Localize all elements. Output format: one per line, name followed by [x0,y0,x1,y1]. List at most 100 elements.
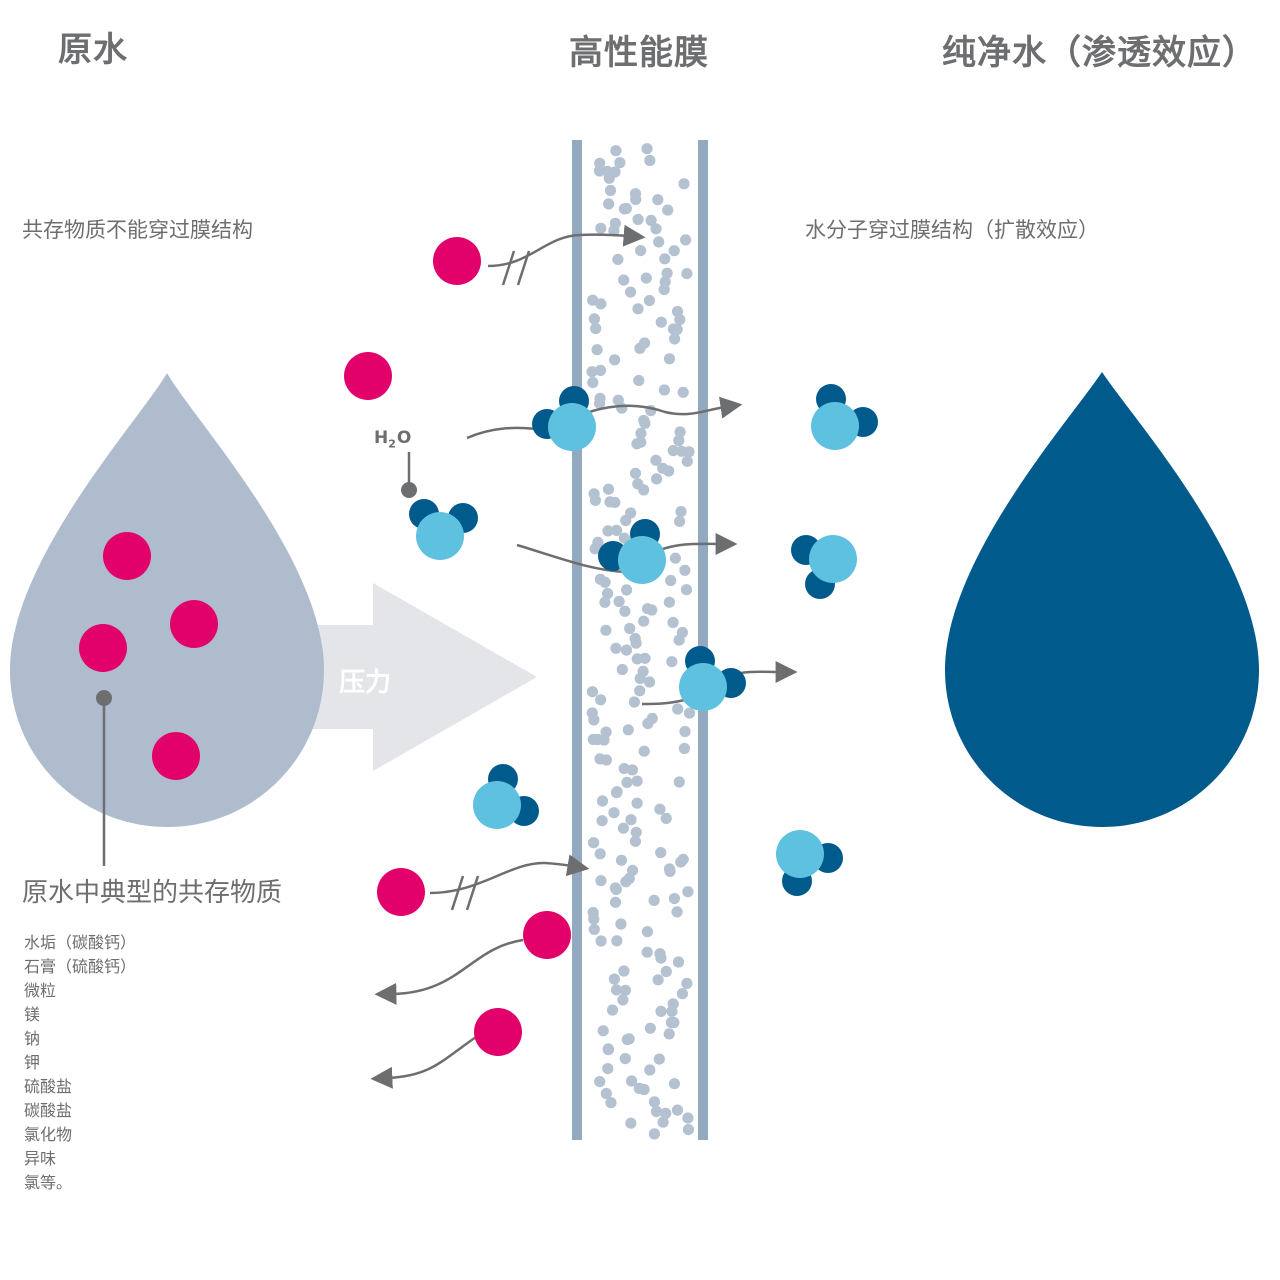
membrane-pore [629,835,642,847]
membrane-pore [644,1022,656,1034]
membrane-pores [586,143,696,1140]
coexisting-item: 硫酸盐 [24,1077,73,1096]
h2o-pointer [401,452,417,498]
impurity-particle [377,868,425,916]
membrane-pore [612,253,624,265]
raw-water-drop [10,373,324,827]
membrane-pore [662,204,674,216]
membrane-pore [595,298,607,310]
membrane-pore [631,653,643,665]
membrane-pore [666,1005,678,1018]
membrane-pore [600,1087,612,1100]
membrane-pore [608,225,620,237]
membrane-pore [641,143,653,155]
membrane-pore [611,524,623,537]
membrane-pore [633,1082,645,1094]
membrane-pore [660,812,672,825]
membrane-pore [655,1005,667,1018]
membrane-pore [623,872,635,885]
membrane-pore [669,552,682,564]
membrane-pore [618,532,631,544]
water-molecule [532,386,596,451]
membrane-pore [602,1063,614,1075]
rejected-flow-arrow [374,938,524,1005]
membrane-pore [663,353,676,365]
membrane-pore [658,384,671,396]
membrane-pore [650,1105,663,1118]
membrane-pore [621,584,633,596]
membrane-pore [618,274,630,286]
membrane-pore [645,214,657,226]
membrane-pore [683,446,695,458]
impurity-particle [152,732,200,780]
membrane-pore [600,624,612,636]
membrane-pore [674,314,686,326]
oxygen-atom [679,663,727,711]
membrane-pore [588,923,600,936]
membrane-pore [608,973,621,985]
membrane-pore [619,1053,631,1065]
membrane-pore [643,295,656,307]
oxygen-atom [416,512,464,560]
impurity-particle [170,600,218,648]
membrane-pore [641,946,653,958]
membrane-pore [588,714,600,726]
block-mark [450,875,465,911]
pressure-arrow [300,583,537,771]
membrane-pore [595,694,607,706]
membrane-pore [603,172,615,184]
membrane-pore [588,913,600,925]
blocked-flow-arrow [429,854,590,895]
membrane-pore [620,202,632,215]
coexisting-caption: 原水中典型的共存物质 [22,878,283,908]
membrane-pore [616,402,628,414]
membrane-pore [675,856,687,868]
membrane-pore [679,726,691,738]
membrane-pore [635,436,647,448]
membrane-pore [608,807,620,819]
membrane-pore [609,354,621,366]
membrane-pore [629,632,641,645]
membrane-pore [595,222,607,234]
pure-water-drop [945,372,1259,827]
membrane-title: 高性能膜 [569,33,709,73]
membrane-pore [673,434,685,447]
membrane-pore [589,543,601,555]
water-molecule [776,830,843,896]
pressure-label: 压力 [339,668,392,698]
impurity-particle [79,624,127,672]
membrane-pore [643,676,656,688]
membrane-pore [641,926,654,938]
membrane-pore [610,883,622,896]
water-molecule [598,519,666,584]
right-subtitle: 水分子穿过膜结构（扩散效应） [805,218,1099,242]
membrane-pore [620,514,632,527]
membrane-pore [610,145,622,157]
membrane-pore [640,272,652,284]
membrane-pore [648,1128,661,1140]
membrane-pore [635,245,647,257]
membrane-pore [651,473,663,485]
membrane-pore [625,1117,637,1129]
membrane-pore [652,194,664,206]
membrane-pore [594,392,606,404]
membrane-pore [626,1075,638,1087]
coexisting-item: 碳酸盐 [24,1101,73,1120]
membrane-pore [597,1025,609,1037]
membrane-pore [621,776,633,789]
membrane-pore [672,956,685,968]
membrane-pore [669,333,681,345]
membrane-pore [591,344,603,356]
membrane-pore [611,786,623,798]
membrane-pore [648,1096,661,1108]
membrane-pore [667,445,679,457]
oxygen-atom [811,402,859,450]
raw-water-title: 原水 [58,30,128,70]
membrane-pore [638,414,650,427]
membrane-pore [604,184,617,197]
membrane-pore [659,253,671,265]
impurity-particle [433,237,481,285]
membrane-pore [602,525,614,537]
